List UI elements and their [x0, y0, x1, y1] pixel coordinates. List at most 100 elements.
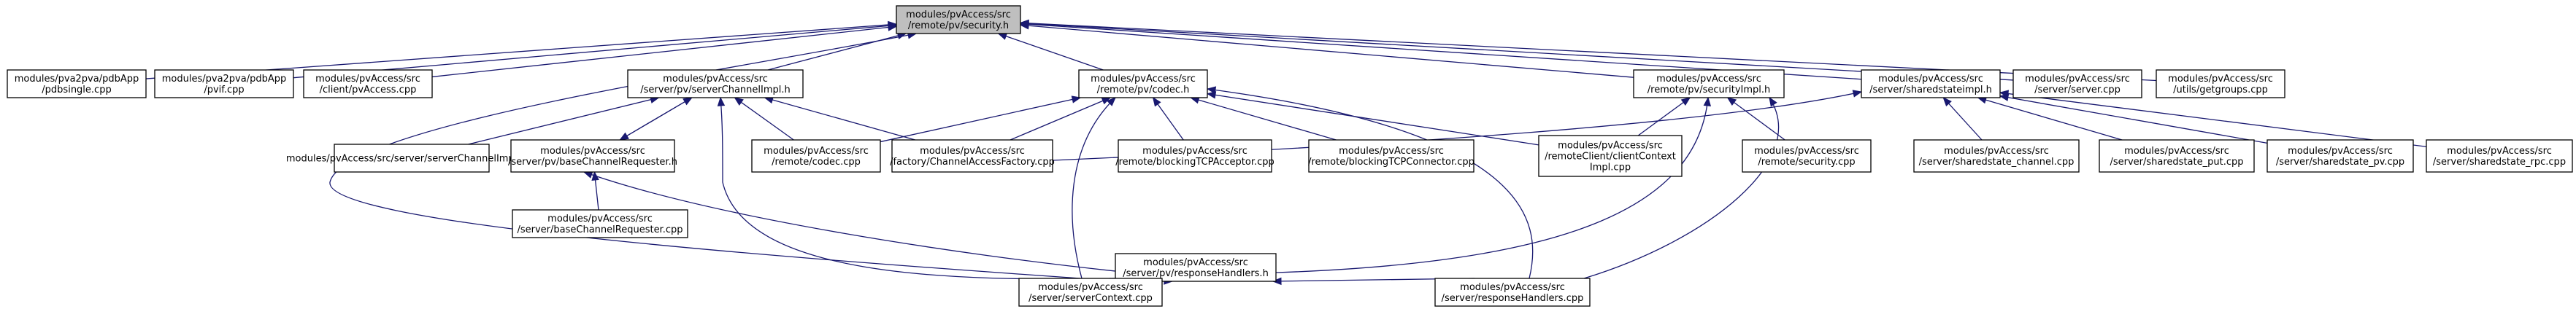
edge-arrowhead	[583, 171, 593, 179]
node-responsehandlers-h[interactable]: modules/pvAccess/src/server/pv/responseH…	[1115, 253, 1277, 282]
edge-serverchannelimpl_h-to-basechannelrequester_h	[619, 97, 693, 141]
edge-arrowhead	[1071, 95, 1082, 103]
edge-sharedstate_pv_cpp-to-sharedstateimpl_h	[1999, 93, 2268, 144]
node-label-line: modules/pvAccess/src	[920, 146, 1025, 157]
node-label-line: /remote/pv/securityImpl.h	[1648, 85, 1771, 95]
edge-line	[1072, 97, 1116, 279]
edge-line	[1999, 92, 2427, 147]
node-box	[7, 69, 147, 98]
node-box	[2099, 139, 2255, 173]
node-securityimpl-h[interactable]: modules/pvAccess/src/remote/pv/securityI…	[1633, 69, 1785, 98]
edge-sharedstate_rpc_cpp-to-sharedstateimpl_h	[1999, 90, 2427, 147]
node-label-line: /remote/pv/security.h	[908, 20, 1009, 31]
edge-arrowhead	[1852, 90, 1863, 98]
edge-clientpvaccess_cpp-to-security_h	[431, 23, 898, 78]
node-box	[2426, 139, 2573, 173]
node-box	[1538, 135, 1683, 177]
node-pvif-cpp[interactable]: modules/pva2pva/pdbApp/pvif.cpp	[154, 69, 294, 98]
node-getgroups-cpp[interactable]: modules/pvAccess/src/utils/getgroups.cpp	[2156, 69, 2285, 98]
edge-arrowhead	[1107, 97, 1116, 106]
node-codec-h[interactable]: modules/pvAccess/src/remote/pv/codec.h	[1078, 69, 1208, 98]
node-label-line: /server/server.cpp	[2034, 85, 2121, 95]
edge-blockingtcpacceptor_cpp-to-codec_h	[1152, 96, 1184, 141]
root-node-box	[896, 5, 1021, 34]
node-box	[1308, 139, 1475, 173]
node-sharedstateimpl-h[interactable]: modules/pvAccess/src/server/sharedstatei…	[1861, 69, 2001, 98]
edge-line	[880, 97, 1081, 143]
node-label-line: /server/sharedstate_channel.cpp	[1919, 157, 2075, 168]
node-label-line: /server/baseChannelRequester.cpp	[517, 224, 683, 235]
node-box	[1018, 278, 1163, 307]
node-clientcontextimpl-cpp[interactable]: modules/pvAccess/src/remoteClient/client…	[1538, 135, 1683, 177]
node-clientpvaccess-cpp[interactable]: modules/pvAccess/src/client/pvAccess.cpp	[303, 69, 433, 98]
node-label-line: modules/pvAccess/src	[2288, 146, 2393, 157]
node-sharedstate-rpc-cpp[interactable]: modules/pvAccess/src/server/sharedstate_…	[2426, 139, 2573, 173]
node-remotesecurity-cpp[interactable]: modules/pvAccess/src/remote/security.cpp	[1742, 139, 1872, 173]
edge-line	[1977, 97, 2123, 141]
node-sharedstate-pv-cpp[interactable]: modules/pvAccess/src/server/sharedstate_…	[2267, 139, 2414, 173]
edge-arrowhead	[1726, 97, 1737, 106]
nodes-layer: modules/pvAccess/src/remote/pv/security.…	[7, 5, 2573, 307]
node-label-line: modules/pvAccess/src	[1878, 74, 1983, 85]
node-label-line: modules/pvAccess/src	[315, 74, 420, 85]
edge-line	[1942, 97, 1983, 141]
node-label-line: /server/pv/baseChannelRequester.h	[508, 157, 677, 168]
node-box	[1078, 69, 1208, 98]
edge-line	[431, 26, 897, 78]
node-box	[1434, 278, 1591, 307]
edge-sharedstate_channel_cpp-to-sharedstateimpl_h	[1942, 97, 1983, 141]
node-servercontext-cpp[interactable]: modules/pvAccess/src/server/serverContex…	[1018, 278, 1163, 307]
node-server-cpp[interactable]: modules/pvAccess/src/server/server.cpp	[2012, 69, 2142, 98]
node-label-line: modules/pvAccess/src	[2447, 146, 2552, 157]
edge-line	[620, 97, 693, 141]
edge-codec_cpp-to-codec_h	[880, 95, 1082, 143]
edge-line	[1020, 23, 2014, 81]
edge-line	[1207, 88, 1534, 279]
edge-line	[1207, 93, 1539, 146]
edge-line	[1727, 97, 1785, 141]
edge-arrowhead	[717, 96, 726, 106]
edge-arrowhead	[1769, 96, 1777, 107]
node-label-line: /factory/ChannelAccessFactory.cpp	[890, 157, 1055, 168]
node-label-line: modules/pvAccess/src	[2025, 74, 2130, 85]
node-blockingtcpacceptor-cpp[interactable]: modules/pvAccess/src/remote/blockingTCPA…	[1115, 139, 1274, 173]
node-serverchannelimpl-cpp[interactable]: modules/pvAccess/src/server/serverChanne…	[286, 144, 537, 173]
node-box	[512, 209, 688, 238]
node-box	[2012, 69, 2142, 98]
node-label-line: /remote/blockingTCPAcceptor.cpp	[1115, 157, 1274, 168]
node-label-line: modules/pvAccess/src	[1754, 146, 1859, 157]
edge-arrowhead	[1206, 91, 1217, 99]
edge-codec_h-to-security_h	[997, 32, 1104, 71]
node-label-line: /server/responseHandlers.cpp	[1442, 293, 1584, 304]
node-sharedstate-channel-cpp[interactable]: modules/pvAccess/src/server/sharedstate_…	[1913, 139, 2080, 173]
node-pdbsingle-cpp[interactable]: modules/pva2pva/pdbApp/pdbsingle.cpp	[7, 69, 147, 98]
edge-line	[764, 97, 915, 141]
edge-clientcontextimpl_cpp-to-securityimpl_h	[1637, 97, 1691, 136]
node-blockingtcpconnector-cpp[interactable]: modules/pvAccess/src/remote/blockingTCPC…	[1308, 139, 1475, 173]
node-label-line: Impl.cpp	[1590, 163, 1631, 173]
edge-line	[720, 97, 1116, 280]
edge-arrowhead	[1152, 96, 1161, 107]
edge-arrowhead	[1999, 90, 2010, 98]
node-label-line: /remote/security.cpp	[1758, 157, 1855, 168]
edge-line	[293, 24, 897, 79]
node-label-line: modules/pvAccess/src	[1038, 282, 1143, 293]
node-security-h[interactable]: modules/pvAccess/src/remote/pv/security.…	[896, 5, 1021, 34]
edge-serverchannelimpl_cpp-to-serverchannelimpl_h	[468, 95, 660, 145]
node-label-line: modules/pvAccess/src	[1558, 141, 1663, 152]
edge-line	[583, 171, 1116, 272]
node-box	[1118, 139, 1272, 173]
node-sharedstate-put-cpp[interactable]: modules/pvAccess/src/server/sharedstate_…	[2099, 139, 2255, 173]
node-box	[510, 139, 675, 173]
node-label-line: modules/pvAccess/src	[2168, 74, 2273, 85]
node-label-line: modules/pva2pva/pdbApp	[162, 74, 287, 85]
node-responsehandlers-cpp[interactable]: modules/pvAccess/src/server/responseHand…	[1434, 278, 1591, 307]
node-codec-cpp[interactable]: modules/pvAccess/src/remote/codec.cpp	[751, 139, 881, 173]
edge-line	[1637, 97, 1691, 136]
node-basechannelrequester-cpp[interactable]: modules/pvAccess/src/server/baseChannelR…	[512, 209, 688, 238]
node-channelaccessfactory-cpp[interactable]: modules/pvAccess/src/factory/ChannelAcce…	[890, 139, 1055, 173]
node-serverchannelimpl-h[interactable]: modules/pvAccess/src/server/pv/serverCha…	[627, 69, 804, 98]
node-basechannelrequester-h[interactable]: modules/pvAccess/src/server/pv/baseChann…	[508, 139, 677, 173]
edge-line	[1191, 97, 1337, 141]
